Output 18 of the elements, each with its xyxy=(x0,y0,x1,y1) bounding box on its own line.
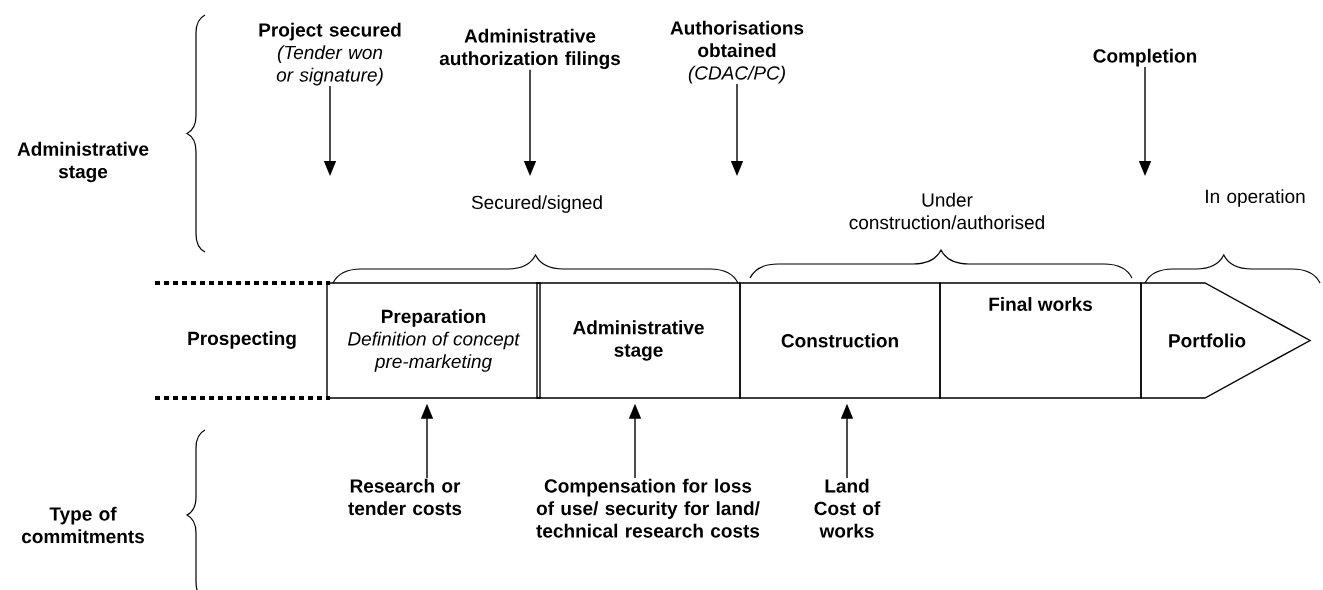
milestone-text: Authorisations obtained (CDAC/PC) xyxy=(670,20,804,84)
phase-box: Final works xyxy=(939,282,1142,399)
stage-label: Secured/signed xyxy=(471,195,602,213)
milestone-text: Project secured (Tender won or signature) xyxy=(259,22,401,86)
cost-text: Land Cost of works xyxy=(814,478,881,538)
stage-label: Administrative stage xyxy=(17,141,149,183)
phase-box: Construction xyxy=(739,282,941,399)
phase-box: Administrative stage xyxy=(536,282,741,399)
phase-box: Preparation Definition of concept pre-marketing xyxy=(326,282,541,399)
stage-label: In operation xyxy=(1206,189,1305,207)
milestone-text: Completion xyxy=(1093,48,1197,67)
cost-text: Research or tender costs xyxy=(348,478,462,516)
stage-label: Type of commitments xyxy=(22,506,144,544)
arrow-box: Portfolio xyxy=(1140,282,1312,399)
stage-label: Under construction/authorised xyxy=(849,192,1044,230)
cost-text: Compensation for loss of use/ security for land/ technical research costs xyxy=(536,478,760,538)
phase-text: Prospecting xyxy=(188,331,296,349)
milestone-text: Administrative authorization filings xyxy=(439,28,620,69)
